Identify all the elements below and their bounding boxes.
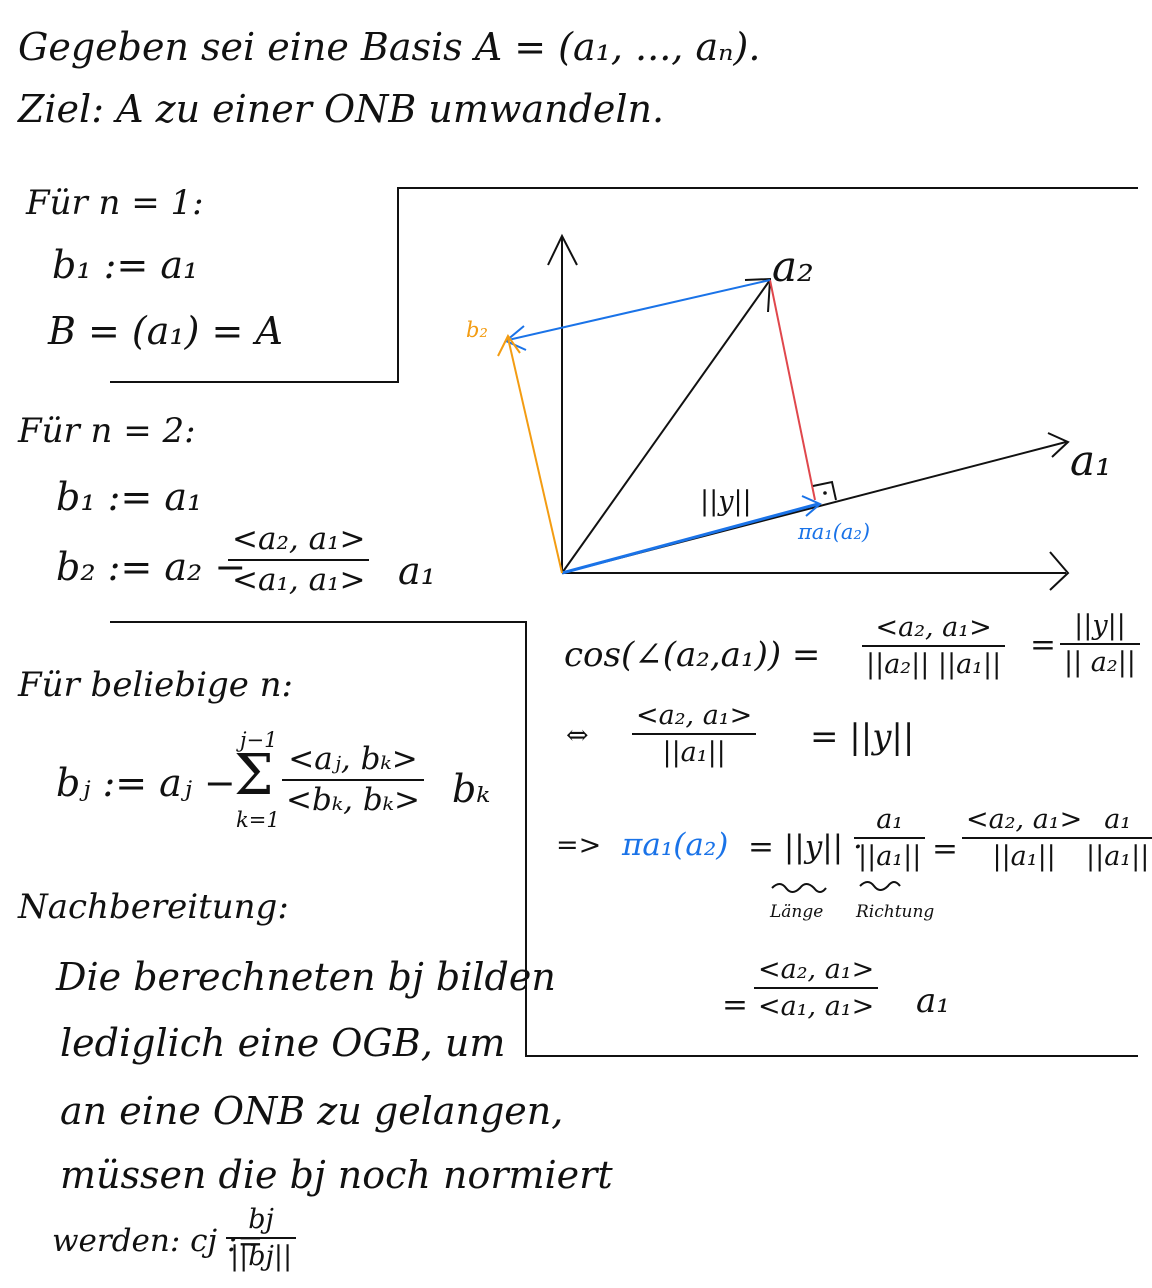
post-heading: Nachbereitung: [18,887,289,927]
a2-tick2 [767,279,771,313]
n2-b2-numerator: <a₂, a₁> [232,521,366,557]
label-projection: πa₁(a₂) [798,520,871,544]
divider-derivation [110,621,1138,1057]
deriv-eq-4: = [932,831,958,867]
ngen-fraction-bar [282,779,424,781]
post-line-1: Die berechneten bj bilden [56,955,556,999]
divider-n1 [110,187,1138,383]
deriv-frac-5-den: ||a₁|| [992,841,1056,872]
n1-heading: Für n = 1: [26,183,204,223]
ngen-numerator: <aⱼ, bₖ> [288,741,418,777]
b2-translation [507,279,771,341]
a2-tick [744,278,772,281]
x-axis-arrowhead [1049,551,1070,591]
n2-b2-fraction: <a₂, a₁> <a₁, a₁> [228,521,370,598]
post-fraction-bar [226,1237,297,1239]
label-norm-y: ||y|| [700,486,752,517]
label-a1: a₁ [1070,436,1112,485]
deriv-frac-5-num: <a₂, a₁> [966,804,1083,835]
projection-arrowhead [801,495,822,517]
vector-b2-arrowhead [497,334,521,357]
n2-b2-denominator: <a₁, a₁> [232,562,366,598]
n1-b1: b₁ := a₁ [52,243,199,287]
ngen-fraction: <aⱼ, bₖ> <bₖ, bₖ> [282,744,424,816]
cos-lhs: cos(∠(a₂,a₁)) = [564,635,821,675]
deriv-frac-6-bar [1082,837,1152,839]
right-angle-dot [823,491,827,495]
post-line-5: werden: cj := [52,1223,264,1259]
deriv-eq-2: = ||y|| [810,717,915,757]
intro-line-2: Ziel: A zu einer ONB umwandeln. [18,87,665,131]
deriv-frac-7-num: <a₂, a₁> [758,954,875,985]
post-fraction-den: ||bj|| [230,1241,293,1272]
n2-heading: Für n = 2: [18,411,196,451]
vector-b2 [507,337,563,574]
ngen-lhs: bⱼ := aⱼ − [56,761,236,805]
vector-a1-arrowhead [1047,432,1070,458]
deriv-implies: => [556,830,602,861]
label-b2: b₂ [466,318,488,342]
ngen-sum-upper: j−1 [240,728,278,752]
post-fraction: bj ||bj|| [226,1204,297,1272]
deriv-frac-6-num: a₁ [1104,804,1132,835]
deriv-frac-2-den: || a₂|| [1064,647,1136,678]
ngen-denominator: <bₖ, bₖ> [286,782,420,818]
post-fraction-num: bj [248,1204,274,1235]
deriv-frac-7-den: <a₁, a₁> [758,991,875,1022]
deriv-tail: a₁ [916,981,950,1021]
deriv-frac-1-num: <a₂, a₁> [875,612,992,643]
deriv-frac-6-den: ||a₁|| [1086,841,1150,872]
deriv-frac-2-num: ||y|| [1074,610,1126,641]
deriv-frac-3-bar [632,733,757,735]
ngen-heading: Für beliebige n: [18,665,293,705]
deriv-projection: πa₁(a₂) [622,827,729,863]
deriv-frac-7: <a₂, a₁> <a₁, a₁> [754,954,879,1022]
deriv-equiv: ⇔ [566,720,589,751]
ngen-sum-lower: k=1 [236,808,280,832]
deriv-eq-3: = ||y|| · [748,829,863,865]
deriv-frac-2: ||y|| || a₂|| [1060,612,1140,676]
post-line-2: lediglich eine OGB, um [60,1021,506,1065]
label-laenge: Länge [770,902,824,922]
deriv-frac-3-num: <a₂, a₁> [636,700,753,731]
deriv-frac-2-bar [1060,643,1140,645]
deriv-frac-4-bar [854,837,926,839]
deriv-frac-1-bar [862,645,1006,647]
deriv-frac-5-bar [962,837,1087,839]
n2-b2-tail: a₁ [398,549,436,593]
deriv-frac-1: <a₂, a₁> ||a₂|| ||a₁|| [862,612,1006,680]
ngen-sum-symbol: Σ [234,743,274,808]
perpendicular-line [769,279,816,501]
post-line-4: müssen die bj noch normiert [60,1153,613,1197]
label-richtung: Richtung [856,902,935,922]
underbrace-laenge [771,883,827,893]
projection-vector [561,502,819,575]
right-angle-marker [812,480,837,501]
intro-line-1: Gegeben sei eine Basis A = (a₁, ..., aₙ)… [18,25,761,69]
ngen-tail: bₖ [452,767,491,811]
label-a2: a₂ [772,242,814,291]
deriv-frac-5: <a₂, a₁> ||a₁|| [962,804,1087,872]
deriv-eq-5: = [722,987,748,1023]
deriv-frac-1-den: ||a₂|| ||a₁|| [866,649,1002,680]
n2-b2-fraction-bar [228,559,370,561]
deriv-frac-6: a₁ ||a₁|| [1082,806,1152,870]
n2-b2-lhs: b₂ := a₂ − [56,545,247,589]
y-axis-arrowhead [547,233,578,266]
vector-a2 [561,279,771,574]
post-line-3: an eine ONB zu gelangen, [60,1089,564,1133]
n2-b1: b₁ := a₁ [56,475,203,519]
underbrace-richtung [859,881,901,891]
deriv-frac-3-den: ||a₁|| [662,737,726,768]
deriv-eq-1: = [1030,627,1056,663]
deriv-frac-3: <a₂, a₁> ||a₁|| [632,700,757,768]
deriv-frac-4: a₁ ||a₁|| [854,804,926,872]
deriv-frac-4-num: a₁ [876,804,904,835]
deriv-frac-7-bar [754,987,879,989]
deriv-frac-4-den: ||a₁|| [858,841,922,872]
n1-basis: B = (a₁) = A [48,309,283,353]
